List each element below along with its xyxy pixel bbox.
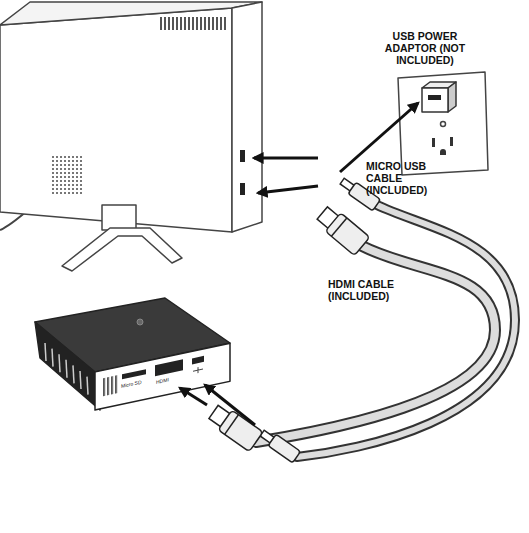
illustration-part: [102, 205, 136, 230]
illustration-part: [160, 17, 228, 30]
illustration-part: [432, 138, 435, 147]
illustration-part: [87, 377, 88, 395]
illustration-part: [225, 415, 239, 435]
illustration-part: [297, 205, 515, 457]
micro-usb-connector: [258, 427, 300, 463]
illustration-part: [122, 369, 146, 379]
callout-label: USB POWER ADAPTOR (NOT INCLUDED): [372, 30, 478, 66]
illustration-part: [258, 186, 318, 193]
illustration-part: [240, 183, 245, 195]
wall-outlet: [398, 72, 488, 175]
illustration-part: [240, 150, 245, 162]
illustration-part: [440, 149, 446, 155]
illustration-part: [62, 228, 182, 271]
illustration-part: [448, 82, 456, 112]
illustration-part: [50, 155, 82, 195]
illustration-part: [192, 356, 204, 365]
illustration-part: [66, 360, 67, 378]
illustration-part: [422, 88, 448, 112]
illustration-part: [331, 218, 346, 236]
illustration-part: [59, 354, 60, 372]
illustration-part: [73, 365, 74, 383]
tv-monitor: [0, 2, 262, 271]
callout-label: HDMI CABLE (INCLUDED): [328, 278, 408, 302]
illustration-part: [155, 359, 183, 376]
illustration-part: [80, 371, 81, 389]
media-box: [35, 298, 230, 410]
illustration-part: [205, 385, 255, 425]
illustration-part: [398, 72, 488, 175]
illustration-part: [232, 2, 262, 232]
illustration-part: [325, 213, 370, 256]
vent-slots: [45, 343, 88, 395]
usb-power-adaptor: [422, 82, 456, 112]
illustration-part: [218, 410, 263, 451]
illustration-part: [35, 322, 100, 410]
illustration-part: [0, 8, 232, 232]
illustration-part: [52, 349, 53, 367]
illustration-part: [180, 388, 207, 405]
cables: [256, 205, 515, 457]
illustration-part: [254, 157, 318, 160]
illustration-part: [428, 95, 441, 100]
illustration-part: [95, 343, 230, 410]
illustration-part: [450, 137, 453, 146]
illustration-part: [268, 434, 301, 463]
illustration-part: [102, 375, 118, 396]
illustration-part: [95, 343, 230, 410]
illustration-part: [441, 122, 446, 127]
hdmi-connector: [315, 204, 370, 256]
illustration-part: [193, 366, 203, 374]
illustration-part: [137, 319, 143, 325]
illustration-part: [45, 343, 46, 361]
callout-label: MICRO USB CABLE (INCLUDED): [366, 160, 444, 196]
direction-arrows: [180, 103, 418, 425]
illustration-part: [297, 205, 515, 457]
